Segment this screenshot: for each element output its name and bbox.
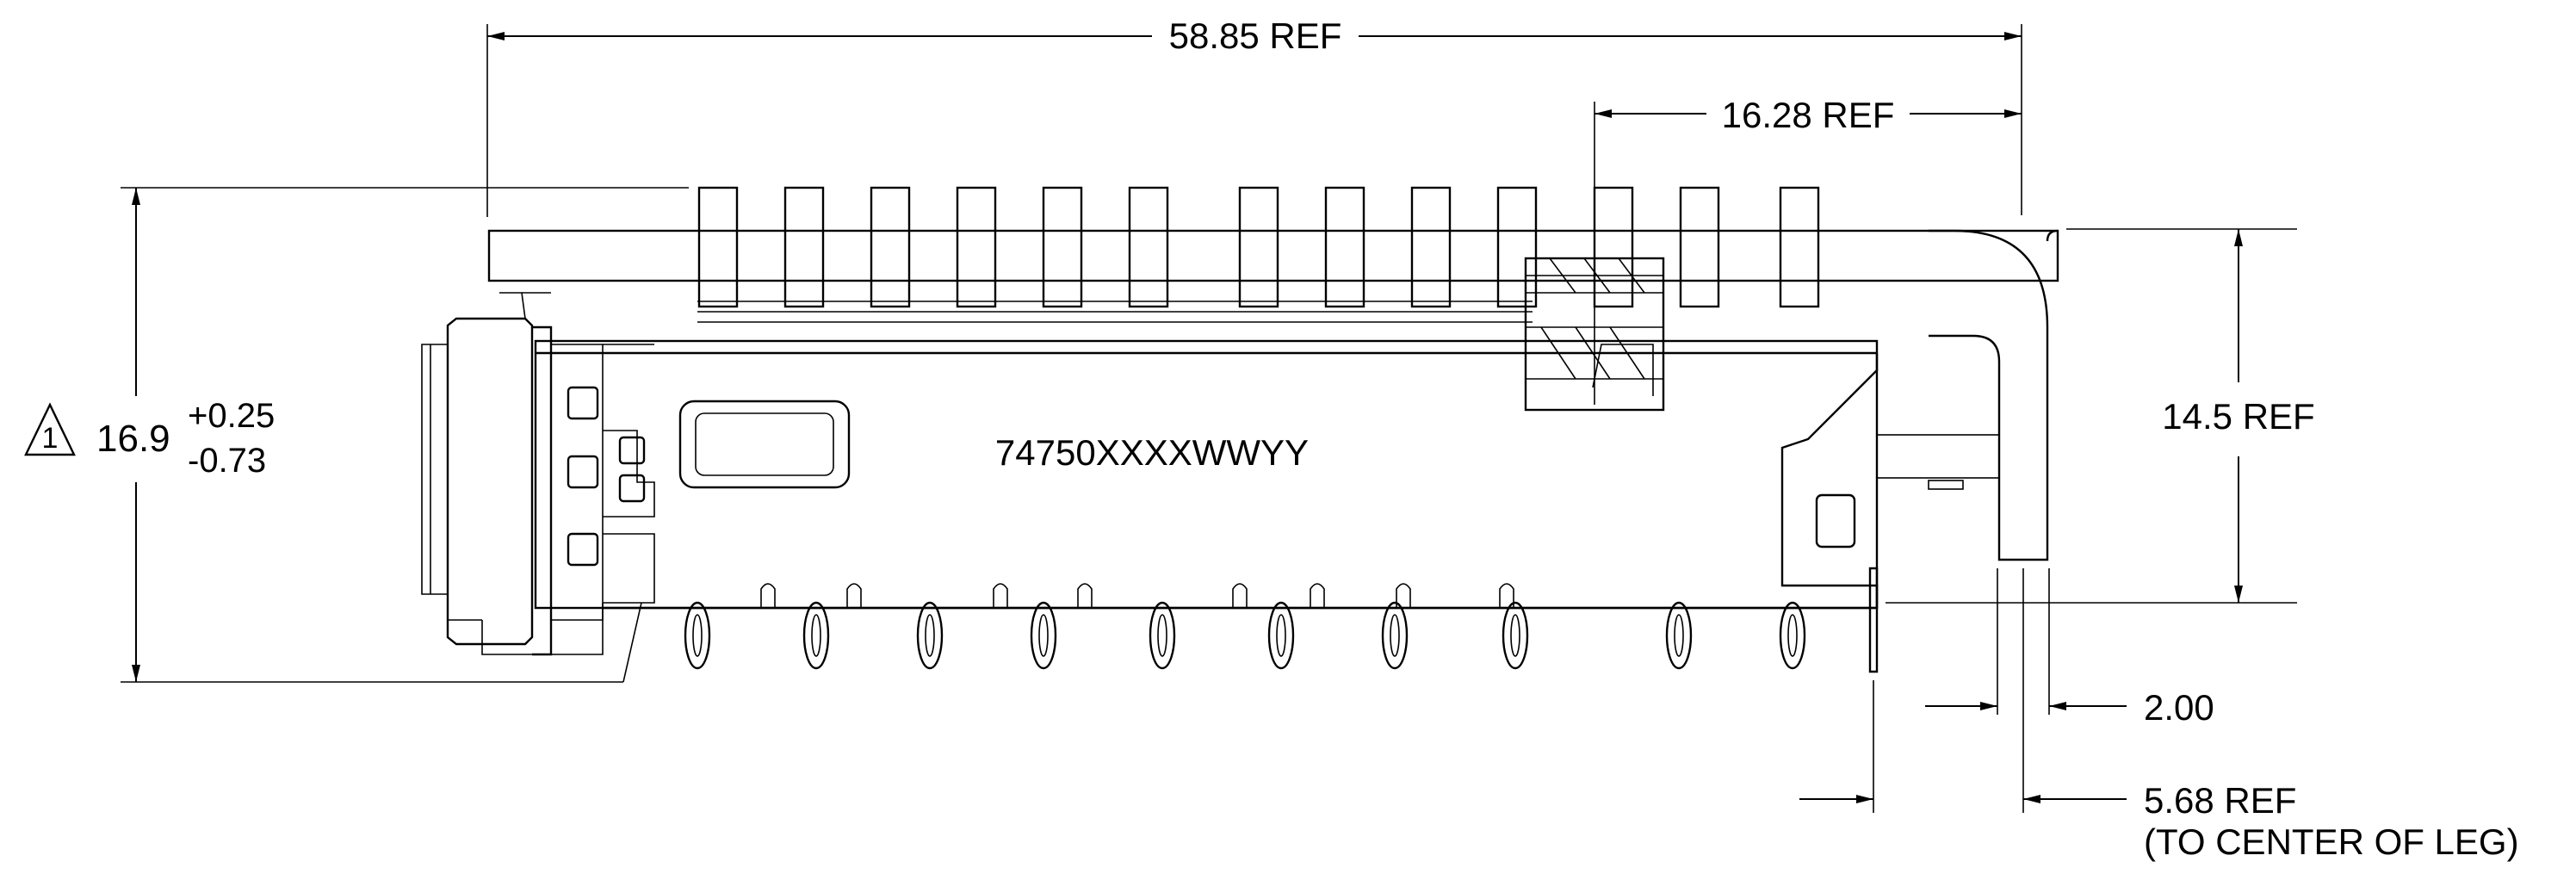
part-marking: 74750XXXXWWYY (995, 432, 1309, 473)
dim-height-lower: -0.73 (188, 442, 266, 480)
press-fit-leg-eye (811, 614, 821, 657)
press-fit-leg-eye (1510, 614, 1520, 657)
top-bar (487, 229, 2059, 282)
press-fit-leg-eye (1038, 614, 1049, 657)
dim-height-nominal: 16.9 (96, 418, 170, 460)
press-fit-leg (1779, 601, 1806, 670)
main-body (534, 339, 1879, 610)
press-fit-leg (1149, 601, 1176, 670)
heatsink-fin (1679, 186, 1720, 308)
press-fit-legs (684, 583, 1806, 670)
left-clips (567, 344, 655, 604)
solder-tab (1232, 583, 1248, 608)
press-fit-leg (684, 601, 711, 670)
dim-body-height: 14.5 REF (1886, 228, 2315, 604)
heatsink-fin (1042, 186, 1083, 308)
dim-leg-offset: 5.68 REF (TO CENTER OF LEG) (1799, 568, 2519, 862)
heatsink-fin (870, 186, 911, 308)
heatsink-fin (1496, 186, 1538, 308)
solder-tab (1077, 583, 1093, 608)
heatsink-fin (956, 186, 997, 308)
press-fit-leg (1665, 601, 1693, 670)
press-fit-leg (1502, 601, 1529, 670)
right-bent-leg (1929, 229, 2059, 561)
latch-window (1815, 493, 1856, 549)
press-fit-leg (1381, 601, 1409, 670)
solder-tab (1499, 583, 1514, 608)
heatsink-fin (1410, 186, 1452, 308)
dim-body-height-label: 14.5 REF (2162, 396, 2314, 437)
solder-tab (993, 583, 1008, 608)
note-flag-number: 1 (42, 422, 59, 455)
solder-tab (760, 583, 776, 608)
dim-leg-width-label: 2.00 (2144, 687, 2214, 728)
press-fit-leg (802, 601, 830, 670)
press-fit-leg-eye (1276, 614, 1286, 657)
press-fit-leg-eye (925, 614, 935, 657)
heatsink-fins (697, 186, 1820, 308)
dim-leg-offset-note: (TO CENTER OF LEG) (2144, 821, 2519, 862)
solder-tab (1310, 583, 1325, 608)
press-fit-leg-eye (692, 614, 703, 657)
solder-tab (846, 583, 862, 608)
side-arm (1876, 434, 2000, 479)
left-connector-face (421, 292, 604, 656)
heatsink-fin (1324, 186, 1365, 308)
dim-leg-width: 2.00 (1925, 568, 2214, 728)
heatsink-fin (783, 186, 825, 308)
press-fit-leg (916, 601, 944, 670)
press-fit-leg (1030, 601, 1057, 670)
press-fit-leg-eye (1674, 614, 1684, 657)
part-outline (421, 186, 2059, 673)
press-fit-leg-eye (1787, 614, 1798, 657)
solder-tab (1396, 583, 1411, 608)
right-post (1868, 567, 1879, 673)
dim-leg-offset-label: 5.68 REF (2144, 780, 2296, 821)
heatsink-fin (1238, 186, 1279, 308)
press-fit-leg-eye (1157, 614, 1167, 657)
dim-overall-length: 58.85 REF (486, 15, 2022, 217)
press-fit-leg (1267, 601, 1295, 670)
press-fit-leg-eye (1390, 614, 1400, 657)
dim-height-tolerance: 1 16.9 +0.25 -0.73 (24, 187, 689, 683)
heatsink-fin (1128, 186, 1169, 308)
side-arm-tab (1928, 480, 1964, 490)
heatsink-fin (1779, 186, 1820, 308)
dim-overall-length-label: 58.85 REF (1169, 15, 1342, 56)
dim-offset-length-label: 16.28 REF (1722, 95, 1895, 135)
note-flag-triangle (24, 402, 76, 456)
right-end-cap (1780, 353, 1879, 608)
heatsink-fin (697, 186, 739, 308)
dim-height-upper: +0.25 (188, 397, 275, 435)
dim-offset-length: 16.28 REF (1594, 95, 2022, 405)
heatsink-fin (1593, 186, 1634, 308)
slot-window (678, 400, 851, 489)
